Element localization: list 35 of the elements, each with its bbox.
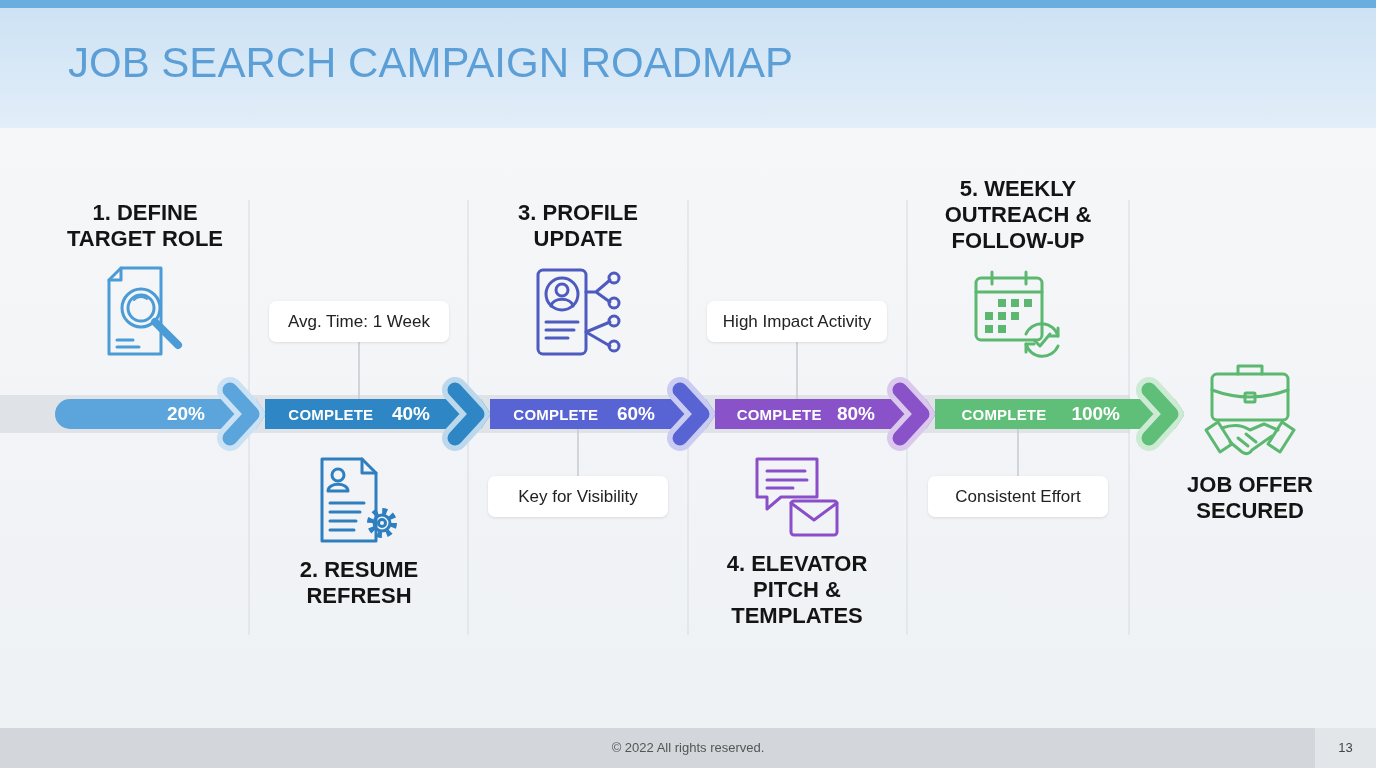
leader-line [796,341,798,400]
chevron-arrow [665,377,715,451]
goal-heading: JOB OFFER SECURED [1186,472,1314,524]
percent-label: 40% [391,403,430,425]
step-heading: 5. WEEKLY OUTREACH & FOLLOW-UP [943,176,1093,254]
status-label: COMPLETE [513,405,599,423]
leader-line [577,428,579,477]
step-heading: 4. ELEVATOR PITCH & TEMPLATES [725,551,869,629]
callout-card: Key for Visibility [488,476,668,517]
progress-segment [265,399,440,429]
progress-segment [935,399,1130,429]
percent-label: 100% [1071,403,1120,425]
percent-label: 20% [166,403,205,425]
status-label: COMPLETE [288,405,374,423]
chevron-arrow [1130,377,1184,451]
status-label: COMPLETE [736,405,822,423]
progress-segment [55,399,215,429]
callout-card: High Impact Activity [707,301,887,342]
percent-label: 80% [836,403,875,425]
step-heading: 3. PROFILE UPDATE [517,200,639,252]
leader-line [358,341,360,400]
chevron-arrow [885,377,935,451]
page-title: JOB SEARCH CAMPAIGN ROADMAP [68,38,793,88]
copyright-text: © 2022 All rights reserved. [611,740,765,755]
callout-card: Avg. Time: 1 Week [269,301,449,342]
page-number: 13 [1338,740,1353,755]
chevron-arrow [440,377,490,451]
step-heading: 1. DEFINE TARGET ROLE [66,200,224,252]
step-heading: 2. RESUME REFRESH [298,557,420,609]
progress-segment [715,399,885,429]
progress-segment [490,399,665,429]
percent-label: 60% [616,403,655,425]
status-label: COMPLETE [961,405,1047,423]
callout-card: Consistent Effort [928,476,1108,517]
leader-line [1017,428,1019,477]
